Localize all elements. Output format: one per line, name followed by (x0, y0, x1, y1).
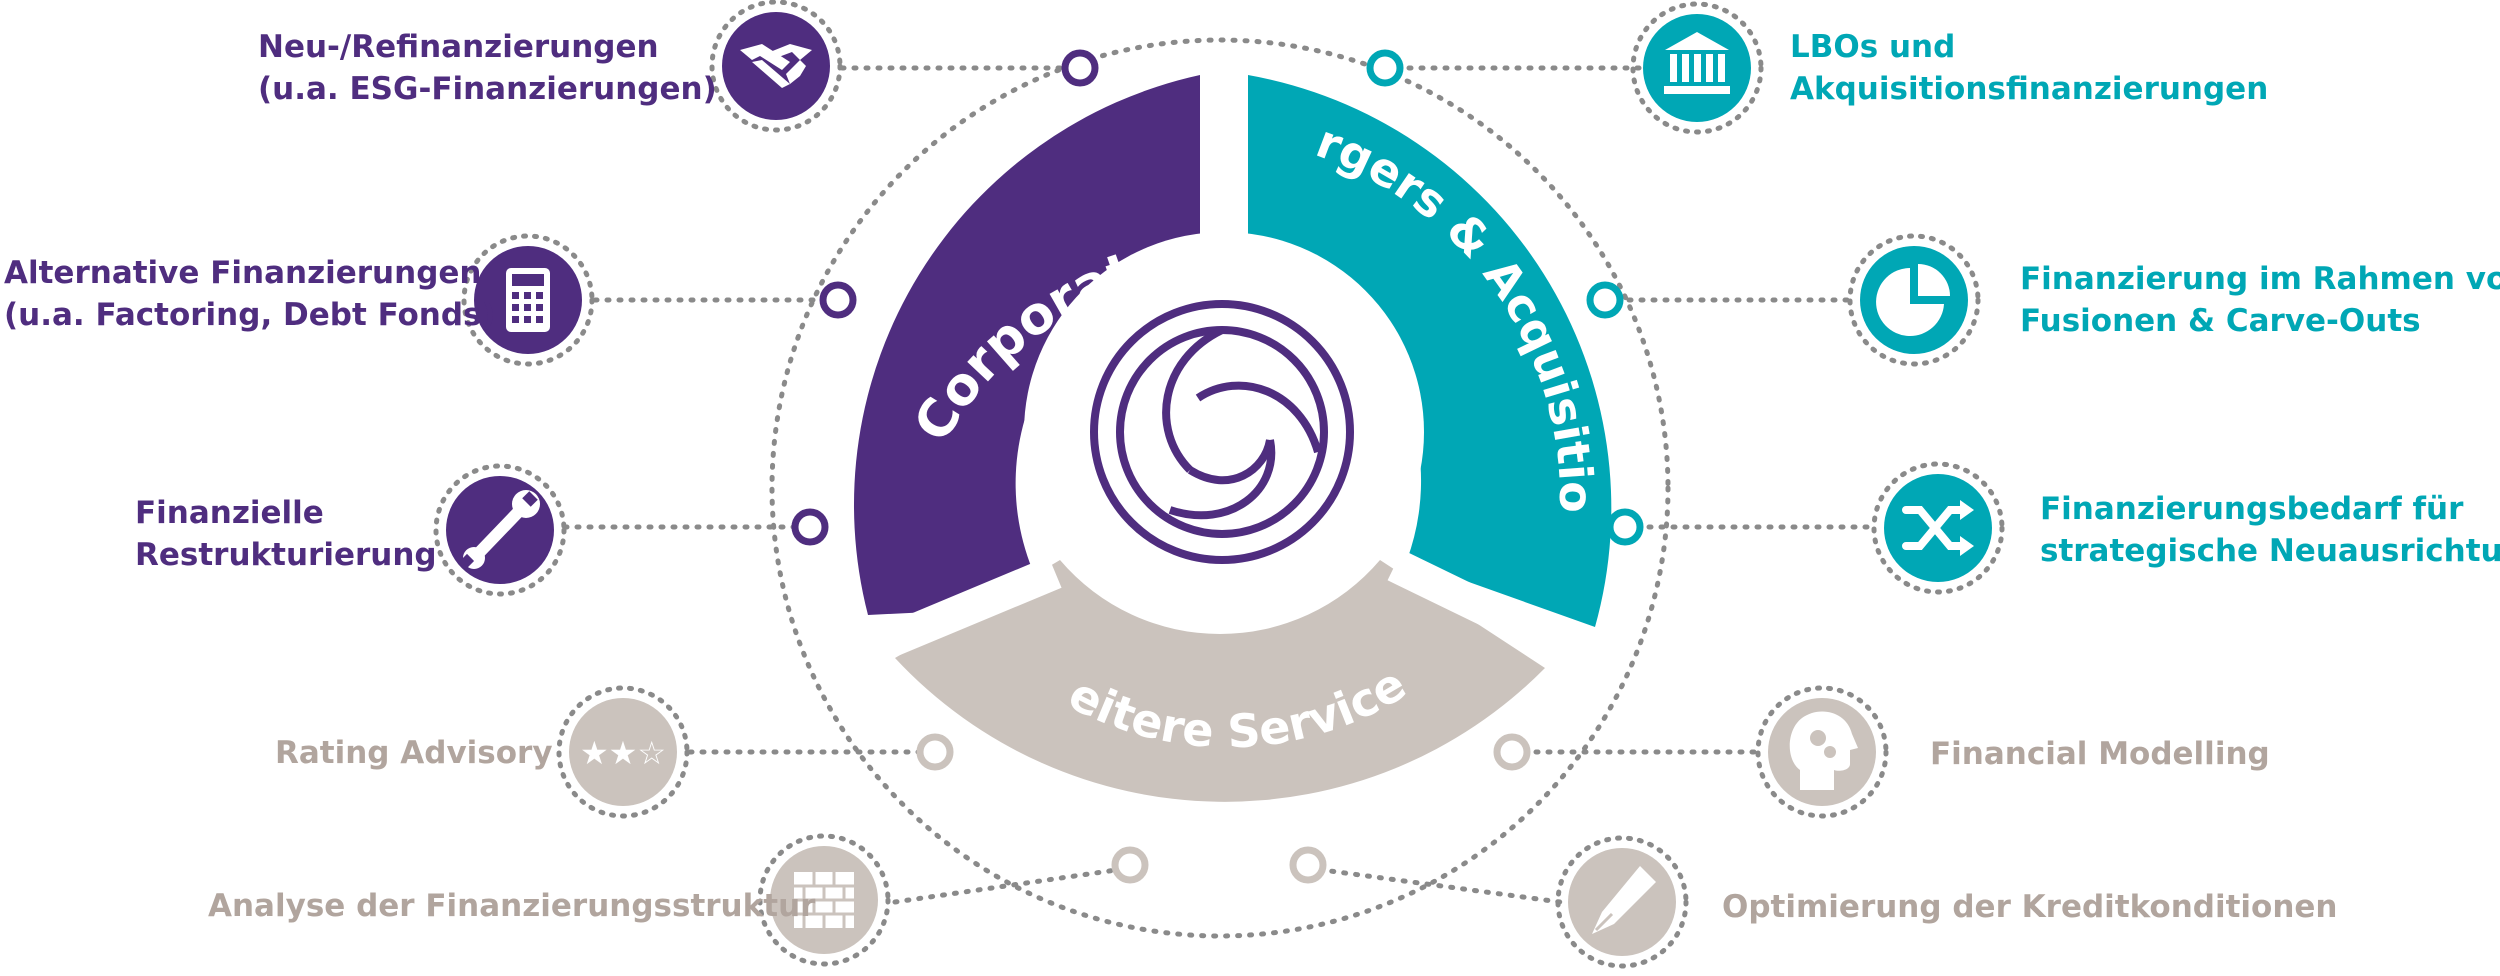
node-rating (916, 733, 954, 771)
shuffle-icon (1871, 461, 2005, 595)
label-kredit: Optimierung der Kreditkonditionen (1722, 889, 2338, 925)
label-rating: Rating Advisory (275, 735, 553, 771)
ma-segment[interactable] (1248, 75, 1612, 627)
center-logo-icon (1090, 300, 1354, 564)
corporates-segment[interactable] (853, 75, 1200, 615)
node-fusion (1586, 281, 1624, 319)
segment-gaps (873, 52, 1578, 666)
label-modelling: Financial Modelling (1930, 736, 2270, 772)
bank-icon (1630, 1, 1764, 135)
handshake-icon (709, 0, 843, 133)
label-alternative: Alternative Finanzierungen (u.a. Factori… (4, 255, 496, 333)
label-refinanz: Neu-/Refinanzierungen (u.a. ESG-Finanzie… (258, 29, 717, 107)
stars-icon: ★★☆ (556, 685, 690, 819)
node-strategie (1606, 508, 1644, 546)
connector-lines (562, 65, 1878, 905)
center-disc (1024, 232, 1424, 632)
label-lbo: LBOs und Akquisitionsfinanzierungen (1790, 29, 2269, 107)
node-alternative (819, 281, 857, 319)
node-refinanz (1061, 49, 1099, 87)
label-restrukt: Finanzielle Restrukturierung (135, 495, 437, 573)
icon-badges: ★★☆ (433, 0, 2005, 969)
node-lbo (1366, 49, 1404, 87)
brick-wall-icon (757, 833, 891, 967)
pie-chart-icon (1847, 233, 1981, 367)
node-modelling (1493, 733, 1531, 771)
connector-kredit (1305, 865, 1563, 905)
calculator-icon (461, 233, 595, 367)
connector-analyse (892, 865, 1133, 905)
node-analyse (1111, 846, 1149, 884)
label-strategie: Finanzierungsbedarf für strategische Neu… (2040, 491, 2500, 569)
label-analyse: Analyse der Finanzierungsstruktur (208, 888, 816, 924)
outer-dotted-ring (769, 37, 1671, 939)
fountain-pen-icon (1555, 835, 1689, 969)
wrench-icon (433, 463, 567, 597)
weitere-services-segment[interactable] (895, 560, 1545, 802)
svg-text:★★☆: ★★☆ (580, 734, 666, 772)
head-gears-icon (1755, 685, 1889, 819)
node-kredit (1289, 846, 1327, 884)
ring-nodes (791, 49, 1644, 884)
node-restrukt (791, 508, 829, 546)
label-fusion: Finanzierung im Rahmen von Fusionen & Ca… (2020, 261, 2500, 339)
